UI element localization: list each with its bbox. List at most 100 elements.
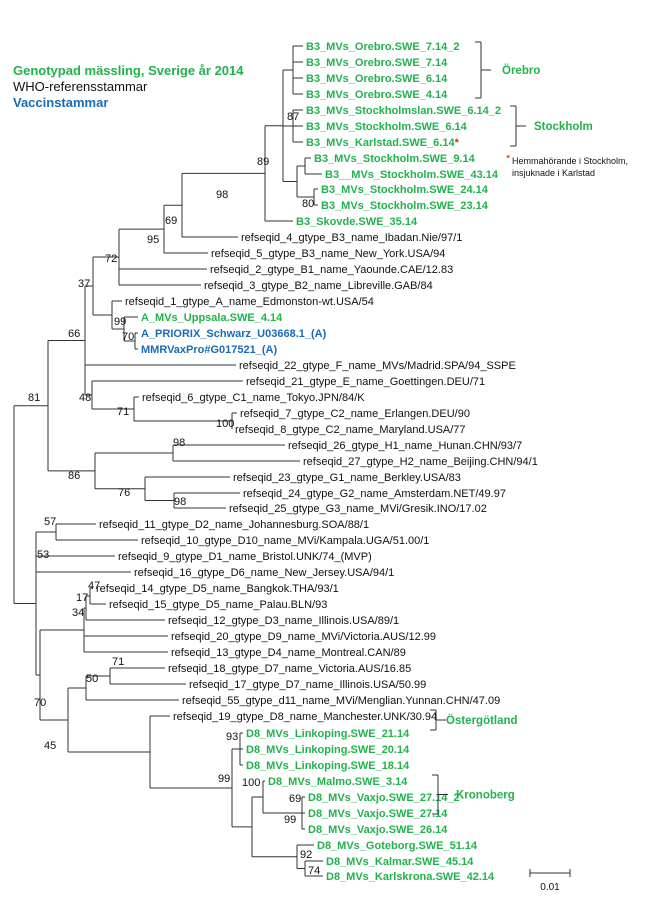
leaf-label: B3_MVs_Stockholm.SWE_9.14: [314, 153, 476, 165]
leaf-label: D8_MVs_Vaxjo.SWE_27.14: [308, 808, 448, 820]
bootstrap-value: 92: [300, 849, 312, 861]
scale-bar-label: 0.01: [540, 882, 560, 893]
leaf-label: B3__MVs_Stockholm.SWE_43.14: [325, 169, 499, 181]
leaf-label: refseqid_55_gtype_d11_name_MVi/Menglian.…: [182, 695, 500, 707]
legend-reference: WHO-referensstammar: [13, 79, 148, 94]
bootstrap-value: 89: [257, 156, 269, 168]
bootstrap-value: 34: [72, 607, 84, 619]
bootstrap-value: 71: [112, 656, 124, 668]
leaf-label: refseqid_16_gtype_D6_name_New_Jersey.USA…: [134, 567, 394, 579]
leaf-label: refseqid_19_gtype_D8_name_Manchester.UNK…: [173, 711, 437, 723]
leaf-label: refseqid_27_gtype_H2_name_Beijing.CHN/94…: [303, 456, 538, 468]
bootstrap-value: 100: [242, 777, 260, 789]
bootstrap-value: 93: [226, 731, 238, 743]
group-label: Kronoberg: [456, 790, 515, 802]
bootstrap-value: 98: [216, 189, 228, 201]
leaf-label: D8_MVs_Vaxjo.SWE_27.14_2: [308, 792, 460, 804]
leaf-label: D8_MVs_Goteborg.SWE_51.14: [317, 840, 478, 852]
leaf-label: refseqid_7_gtype_C2_name_Erlangen.DEU/90: [240, 408, 470, 420]
leaf-label: B3_MVs_Stockholm.SWE_23.14: [321, 200, 489, 212]
leaf-label: B3_MVs_Karlstad.SWE_6.14*: [306, 137, 460, 149]
legend-genotyped: Genotypad mässling, Sverige år 2014: [13, 63, 244, 78]
bootstrap-value: 17: [76, 592, 88, 604]
leaf-label: refseqid_24_gtype_G2_name_Amsterdam.NET/…: [243, 488, 506, 500]
bootstrap-value: 98: [174, 496, 186, 508]
leaf-label: refseqid_1_gtype_A_name_Edmonston-wt.USA…: [125, 296, 374, 308]
bootstrap-value: 72: [105, 253, 117, 265]
legend: Genotypad mässling, Sverige år 2014 WHO-…: [13, 63, 244, 111]
leaf-label: refseqid_14_gtype_D5_name_Bangkok.THA/93…: [96, 583, 339, 595]
leaf-label: refseqid_20_gtype_D9_name_MVi/Victoria.A…: [171, 631, 436, 643]
leaf-label: refseqid_2_gtype_B1_name_Yaounde.CAE/12.…: [210, 264, 453, 276]
bootstrap-value: 81: [28, 392, 40, 404]
bootstrap-value: 86: [68, 470, 80, 482]
bootstrap-value: 71: [117, 406, 129, 418]
leaf-label: B3_MVs_Orebro.SWE_6.14: [306, 73, 448, 85]
leaf-label: D8_MVs_Linkoping.SWE_21.14: [246, 728, 410, 740]
leaf-label: refseqid_10_gtype_D10_name_MVi/Kampala.U…: [141, 535, 429, 547]
leaf-label: refseqid_15_gtype_D5_name_Palau.BLN/93: [109, 599, 327, 611]
bootstrap-value: 95: [147, 234, 159, 246]
bootstrap-value: 53: [37, 549, 49, 561]
bootstrap-value: 74: [308, 865, 320, 877]
leaf-label: B3_MVs_Orebro.SWE_7.14_2: [306, 41, 459, 53]
leaf-label: refseqid_13_gtype_D4_name_Montreal.CAN/8…: [171, 647, 406, 659]
leaf-label: refseqid_8_gtype_C2_name_Maryland.USA/77: [235, 424, 466, 436]
leaf-label: D8_MVs_Karlskrona.SWE_42.14: [326, 871, 495, 883]
bootstrap-value: 47: [88, 580, 100, 592]
bootstrap-value: 100: [216, 418, 234, 430]
leaf-label: refseqid_12_gtype_D3_name_Illinois.USA/8…: [168, 615, 399, 627]
bootstrap-value: 37: [78, 278, 90, 290]
leaf-label: refseqid_18_gtype_D7_name_Victoria.AUS/1…: [168, 663, 411, 675]
bootstrap-value: 99: [218, 773, 230, 785]
leaf-label: refseqid_22_gtype_F_name_MVs/Madrid.SPA/…: [239, 360, 516, 372]
group-label: Stockholm: [534, 121, 593, 133]
leaf-label: D8_MVs_Malmo.SWE_3.14: [268, 776, 408, 788]
bootstrap-value: 87: [287, 111, 299, 123]
leaf-label: D8_MVs_Kalmar.SWE_45.14: [326, 856, 474, 868]
leaf-label: refseqid_11_gtype_D2_name_Johannesburg.S…: [99, 519, 369, 531]
footnote-line: Hemmahörande i Stockholm,: [512, 156, 628, 166]
legend-vaccine: Vaccinstammar: [13, 95, 109, 110]
bootstrap-value: 80: [302, 198, 314, 210]
leaf-label: A_MVs_Uppsala.SWE_4.14: [141, 312, 283, 324]
leaf-label: refseqid_4_gtype_B3_name_Ibadan.Nie/97/1: [241, 232, 462, 244]
leaf-label: refseqid_25_gtype_G3_name_MVi/Gresik.INO…: [229, 503, 487, 515]
leaf-label: B3_MVs_Stockholm.SWE_24.14: [321, 184, 489, 196]
leaf-label: MMRVaxPro#G017521_(A): [141, 344, 277, 356]
footnote-marker: *: [506, 153, 511, 165]
leaf-label: refseqid_6_gtype_C1_name_Tokyo.JPN/84/K: [142, 392, 365, 404]
leaf-label: refseqid_26_gtype_H1_name_Hunan.CHN/93/7: [288, 440, 522, 452]
leaf-label: D8_MVs_Linkoping.SWE_20.14: [246, 744, 410, 756]
bootstrap-value: 99: [114, 316, 126, 328]
leaf-label: B3_MVs_Orebro.SWE_7.14: [306, 57, 448, 69]
bootstrap-value: 50: [86, 673, 98, 685]
footnote-line: insjuknade i Karlstad: [512, 168, 595, 178]
bootstrap-value: 76: [118, 487, 130, 499]
leaf-label: B3_MVs_Orebro.SWE_4.14: [306, 89, 448, 101]
bootstrap-value: 66: [68, 328, 80, 340]
bootstrap-value: 48: [79, 392, 91, 404]
bootstrap-value: 69: [289, 793, 301, 805]
group-label: Örebro: [502, 64, 540, 77]
leaf-label: refseqid_5_gtype_B3_name_New_York.USA/94: [211, 248, 445, 260]
leaf-label: D8_MVs_Linkoping.SWE_18.14: [246, 760, 410, 772]
bootstrap-value: 57: [44, 516, 56, 528]
leaf-label: B3_MVs_Stockholm.SWE_6.14: [306, 121, 468, 133]
leaf-label: D8_MVs_Vaxjo.SWE_26.14: [308, 824, 448, 836]
bootstrap-value: 70: [34, 697, 46, 709]
leaf-label: refseqid_3_gtype_B2_name_Libreville.GAB/…: [204, 280, 433, 292]
leaf-label: refseqid_9_gtype_D1_name_Bristol.UNK/74_…: [118, 551, 372, 563]
bootstrap-value: 70: [122, 331, 134, 343]
leaf-label: refseqid_21_gtype_E_name_Goettingen.DEU/…: [246, 376, 485, 388]
bootstrap-value: 69: [165, 215, 177, 227]
bootstrap-value: 98: [173, 437, 185, 449]
bootstrap-value: 45: [44, 740, 56, 752]
leaf-label: refseqid_17_gtype_D7_name_Illinois.USA/5…: [189, 679, 426, 691]
leaf-label: B3_MVs_Stockholmslan.SWE_6.14_2: [306, 105, 501, 117]
leaf-label: B3_Skovde.SWE_35.14: [296, 216, 418, 228]
leaf-label: A_PRIORIX_Schwarz_U03668.1_(A): [141, 328, 327, 340]
group-label: Östergötland: [446, 714, 518, 727]
bootstrap-value: 99: [284, 814, 296, 826]
